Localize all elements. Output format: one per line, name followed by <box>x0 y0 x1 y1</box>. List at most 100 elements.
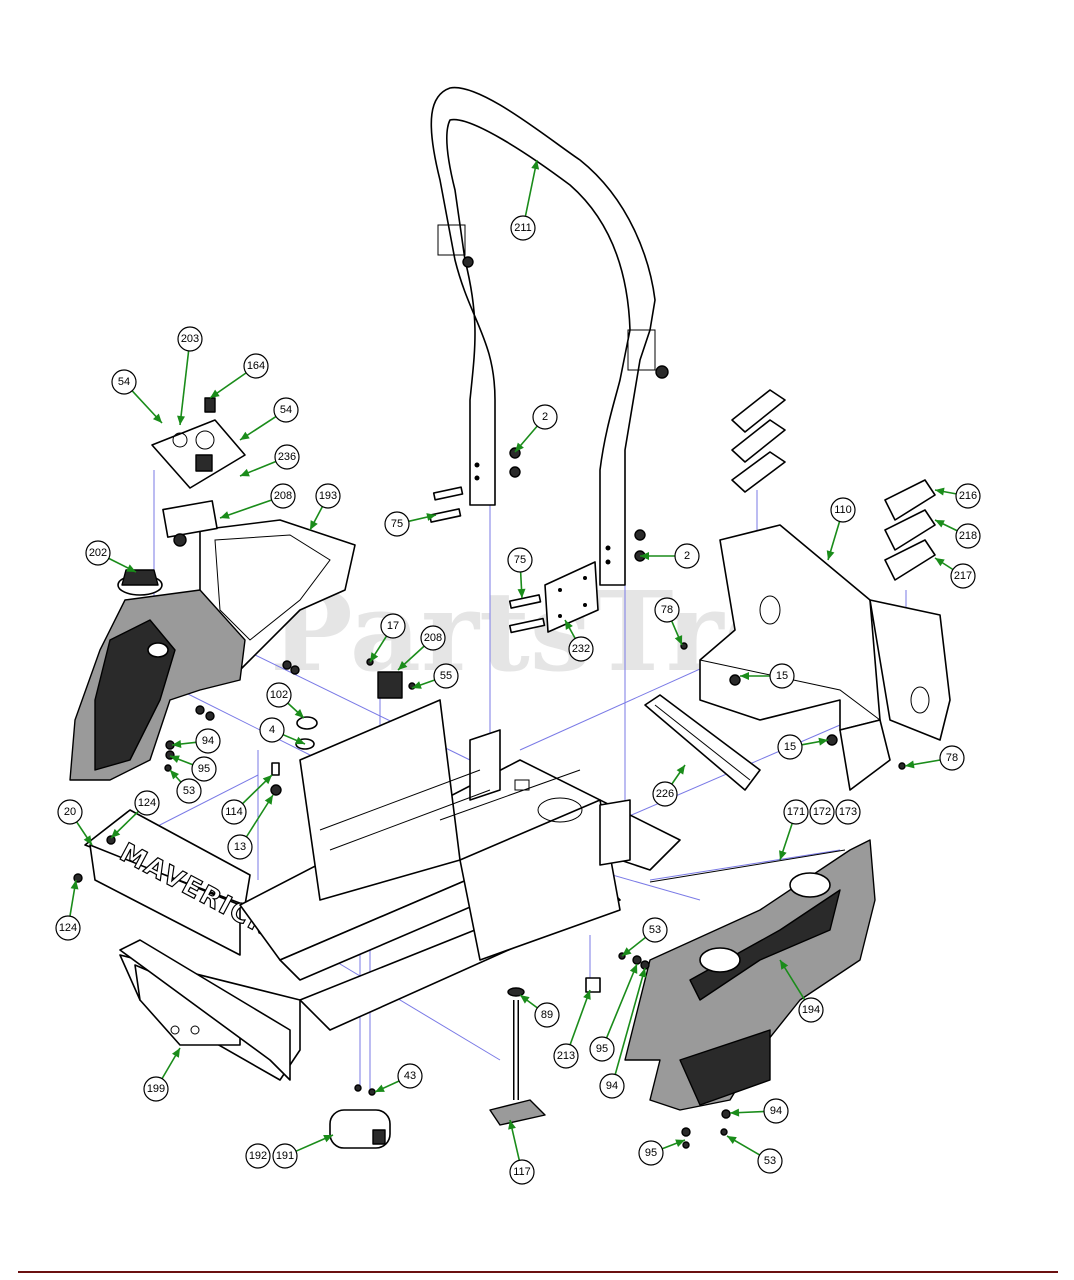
mounting-plate[interactable] <box>544 561 599 633</box>
leader-arrowhead <box>818 737 828 746</box>
callout-circle <box>191 756 217 782</box>
callout-20[interactable]: 20 <box>57 799 93 846</box>
callout-circle <box>227 834 253 860</box>
callout-number: 95 <box>645 1147 657 1159</box>
callout-circle <box>955 483 981 509</box>
callout-75a[interactable]: 75 <box>384 511 437 537</box>
callout-94a[interactable]: 94 <box>171 728 221 754</box>
callout-4[interactable]: 4 <box>259 717 306 745</box>
callout-circle <box>195 728 221 754</box>
front-bracket[interactable] <box>119 939 291 1081</box>
leader-arrowhead <box>629 964 638 974</box>
fuel-cap-left[interactable] <box>117 569 163 596</box>
callout-circle <box>568 636 594 662</box>
fuel-pickup-tube[interactable] <box>489 987 546 1126</box>
callout-circle <box>950 563 976 589</box>
callout-226[interactable]: 226 <box>652 764 686 807</box>
callout-102[interactable]: 102 <box>266 682 305 719</box>
leader-arrowhead <box>83 835 92 845</box>
callout-number: 43 <box>404 1070 416 1082</box>
callout-213[interactable]: 213 <box>553 989 591 1069</box>
callout-192[interactable]: 192 <box>245 1143 271 1169</box>
callout-number: 124 <box>59 922 77 934</box>
callout-number: 211 <box>514 222 532 234</box>
callout-95b[interactable]: 95 <box>589 963 638 1062</box>
callout-202[interactable]: 202 <box>85 540 137 573</box>
left-fender-console[interactable] <box>69 519 356 781</box>
leader-arrowhead <box>517 588 526 598</box>
callout-54a[interactable]: 54 <box>111 369 163 424</box>
callout-number: 95 <box>596 1043 608 1055</box>
callout-15b[interactable]: 15 <box>777 734 829 760</box>
callout-236[interactable]: 236 <box>239 444 300 477</box>
callout-number: 53 <box>649 924 661 936</box>
right-fender-tank[interactable] <box>624 839 876 1111</box>
callout-114[interactable]: 114 <box>221 774 273 825</box>
leader-arrowhead <box>674 635 683 645</box>
callout-95a[interactable]: 95 <box>169 755 217 782</box>
callout-172[interactable]: 172 <box>809 799 835 825</box>
callout-208b[interactable]: 208 <box>397 625 446 671</box>
callout-117[interactable]: 117 <box>508 1119 535 1185</box>
callout-171[interactable]: 171 <box>779 799 809 861</box>
callout-191[interactable]: 191 <box>272 1134 334 1169</box>
callout-232[interactable]: 232 <box>564 619 594 662</box>
callout-circle <box>809 799 835 825</box>
callout-circle <box>315 483 341 509</box>
callout-number: 193 <box>319 490 337 502</box>
leader-arrowhead <box>508 1120 516 1130</box>
callout-89[interactable]: 89 <box>519 994 560 1028</box>
callout-124a[interactable]: 124 <box>110 790 160 839</box>
callout-53b[interactable]: 53 <box>621 917 668 957</box>
callout-circle <box>420 625 446 651</box>
callout-95c[interactable]: 95 <box>638 1139 686 1166</box>
seat-support-bracket[interactable] <box>699 524 951 791</box>
callout-203[interactable]: 203 <box>177 326 203 426</box>
leader-arrowhead <box>177 415 186 425</box>
callout-17[interactable]: 17 <box>369 613 406 663</box>
callout-78b[interactable]: 78 <box>904 745 965 771</box>
callout-number: 226 <box>656 788 674 800</box>
callout-54b[interactable]: 54 <box>239 397 299 441</box>
callout-number: 15 <box>784 741 796 753</box>
callout-194[interactable]: 194 <box>779 959 824 1023</box>
starter-motor[interactable] <box>329 1109 391 1149</box>
callout-211[interactable]: 211 <box>510 159 540 241</box>
callout-94c[interactable]: 94 <box>729 1098 789 1124</box>
callout-53a[interactable]: 53 <box>169 769 202 804</box>
callout-218[interactable]: 218 <box>934 519 981 549</box>
callout-173[interactable]: 173 <box>835 799 861 825</box>
callout-circle <box>85 540 111 566</box>
relay-switch[interactable] <box>377 671 403 699</box>
deflector-panel[interactable] <box>644 694 761 791</box>
decals[interactable] <box>731 389 936 581</box>
callout-78a[interactable]: 78 <box>654 597 683 646</box>
callout-199[interactable]: 199 <box>143 1047 181 1102</box>
rops-roll-bar[interactable] <box>430 86 669 586</box>
callout-2a[interactable]: 2 <box>514 404 558 453</box>
callout-110[interactable]: 110 <box>826 497 856 561</box>
callout-164[interactable]: 164 <box>209 353 269 399</box>
leader-arrowhead <box>262 775 272 785</box>
callout-53c[interactable]: 53 <box>726 1135 783 1174</box>
small-hardware[interactable] <box>73 642 906 1149</box>
callout-124b[interactable]: 124 <box>55 879 81 941</box>
callout-15a[interactable]: 15 <box>740 663 795 689</box>
callout-number: 55 <box>440 670 452 682</box>
callout-208a[interactable]: 208 <box>219 483 296 519</box>
callout-number: 53 <box>764 1155 776 1167</box>
callout-193[interactable]: 193 <box>309 483 341 531</box>
main-frame[interactable]: MAVERICK <box>84 699 681 1081</box>
callout-216[interactable]: 216 <box>934 483 981 509</box>
callout-75b[interactable]: 75 <box>507 547 533 599</box>
callout-217[interactable]: 217 <box>934 557 976 589</box>
callout-94b[interactable]: 94 <box>599 967 647 1099</box>
leader-arrowhead <box>220 511 230 519</box>
control-panel[interactable] <box>151 397 246 547</box>
callout-number: 53 <box>183 785 195 797</box>
callout-43[interactable]: 43 <box>374 1063 423 1093</box>
callout-55[interactable]: 55 <box>411 663 459 689</box>
callout-circle <box>111 369 137 395</box>
callout-13[interactable]: 13 <box>227 794 274 860</box>
callout-2b[interactable]: 2 <box>640 543 700 569</box>
